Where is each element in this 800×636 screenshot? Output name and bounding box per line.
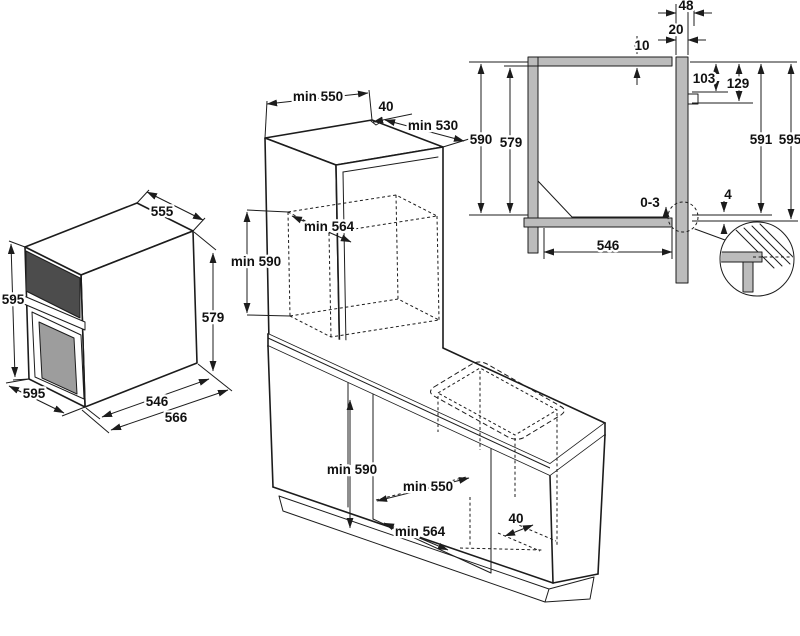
oven-front-profile [675,56,689,284]
niche-side-panel [527,56,539,254]
dim-base-niche-depth: min 564 [395,524,446,539]
dim-xsec-base-step: 4 [724,187,732,202]
dim-oven-height: 595 [2,292,25,307]
dim-xsec-niche-inner-depth: 546 [597,238,620,253]
dim-base-niche-height: min 590 [327,462,377,477]
base-cabinet-dimensions: min 590 min 550 min 564 40 [325,399,534,551]
oven-handle-profile [687,93,699,105]
dim-xsec-bottom-gap: 0-3 [640,195,660,210]
cross-section-drawing [523,56,795,297]
tall-cabinet-dimensions: min 550 40 min 530 min 564 min 590 [229,87,470,317]
base-cabinet-drawing [267,333,606,603]
dim-xsec-top-clearance: 10 [634,38,649,53]
dim-column-top-depth: min 530 [408,118,458,133]
dim-column-niche-height: min 590 [231,254,281,269]
dim-oven-body-height: 579 [202,310,225,325]
dim-xsec-handle-offset: 129 [727,76,750,91]
niche-top-panel [537,56,673,67]
niche-bottom-panel [523,217,673,228]
oven-dimensions: 555 595 595 546 566 579 [0,189,233,434]
detail-circle [719,221,795,297]
dim-xsec-front-inner-height: 591 [750,132,773,147]
dim-column-depth: min 550 [293,89,343,104]
dim-xsec-oven-height: 579 [500,135,523,150]
dim-xsec-upper-offset: 103 [693,71,716,86]
dim-oven-front-width: 595 [23,386,46,401]
dim-oven-body-depth: 546 [146,394,169,409]
cross-section-dimensions: 48 20 10 103 129 590 579 591 595 4 0-3 [467,0,800,259]
dim-column-niche-depth: min 564 [304,219,355,234]
dim-xsec-door-depth: 48 [678,0,694,13]
dim-xsec-niche-height: 590 [470,132,493,147]
detail-circle-content [721,223,793,293]
dim-base-niche-width: min 550 [403,479,453,494]
tall-cabinet-drawing [264,119,444,371]
oven-door-window [38,321,78,395]
dim-column-vent-gap: 40 [378,99,393,114]
oven-control-panel [25,250,81,319]
dim-oven-overall-depth: 566 [165,410,188,425]
oven-drawing [23,202,198,408]
dim-xsec-front-height: 595 [779,132,800,147]
oven-door-handle [23,295,86,331]
dim-base-vent-gap: 40 [508,511,523,526]
dim-xsec-front-protrusion: 20 [668,22,683,37]
dim-oven-top-depth: 555 [151,204,174,219]
